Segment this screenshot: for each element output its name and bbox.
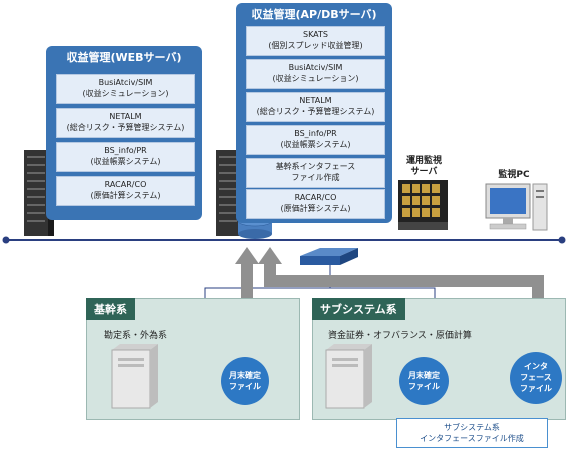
callout-line1: サブシステム系 <box>444 423 500 432</box>
sub-bubble1-line2: ファイル <box>408 382 440 391</box>
ap-item-busiatciv: BusiAtciv/SIM (収益シミュレーション) <box>246 59 385 89</box>
item-desc: (収益帳票システム) <box>280 140 351 149</box>
item-name: NETALM <box>299 96 332 105</box>
item-desc: (収益シミュレーション) <box>82 89 169 98</box>
item-name: BusiAtciv/SIM <box>288 63 343 72</box>
subsystem-zone-subtitle: 資金証券・オフバランス・原価計算 <box>328 331 472 341</box>
item-name: 基幹系インタフェース <box>275 162 356 171</box>
subsystem-tower-server-icon <box>325 344 372 409</box>
core-tower-server-icon <box>111 344 158 409</box>
item-name: RACAR/CO <box>294 193 337 202</box>
subsystem-file-bubble: 月末確定 ファイル <box>399 357 449 405</box>
core-file-bubble: 月末確定 ファイル <box>221 357 269 405</box>
item-name: RACAR/CO <box>104 180 147 189</box>
item-desc: (原価計算システム) <box>90 191 161 200</box>
network-end-right <box>558 236 566 244</box>
callout-line2: インタフェースファイル作成 <box>420 434 524 443</box>
item-desc: (個別スプレッド収益管理) <box>268 41 363 50</box>
ap-item-netalm: NETALM (総合リスク・予算管理システム) <box>246 92 385 122</box>
item-desc: (収益シミュレーション) <box>272 74 359 83</box>
ops-server-icon <box>398 180 448 230</box>
item-desc: (収益帳票システム) <box>90 157 161 166</box>
web-item-racar: RACAR/CO (原価計算システム) <box>56 176 195 206</box>
ap-db-server-title: 収益管理(AP/DBサーバ) <box>251 8 377 21</box>
item-name: BusiAtciv/SIM <box>98 78 153 87</box>
web-item-bs-info: BS_info/PR (収益帳票システム) <box>56 142 195 172</box>
sub-bubble2-line1: インタ <box>524 362 548 371</box>
ap-item-skats: SKATS (個別スプレッド収益管理) <box>246 26 385 56</box>
core-zone-subtitle: 勘定系・外為系 <box>104 331 168 341</box>
monitor-pc-label: 監視PC <box>498 170 530 180</box>
core-bubble-line2: ファイル <box>229 382 261 391</box>
subsystem-interface-callout: サブシステム系 インタフェースファイル作成 <box>396 418 548 448</box>
sub-bubble1-line1: 月末確定 <box>408 371 440 380</box>
zone-connector <box>204 287 436 298</box>
core-zone-title: 基幹系 <box>86 298 135 320</box>
subsystem-zone-title: サブシステム系 <box>312 298 405 320</box>
item-desc: (総合リスク・予算管理システム) <box>66 123 185 132</box>
sub-bubble2-line3: ファイル <box>520 384 552 393</box>
core-bubble-line1: 月末確定 <box>229 371 261 380</box>
item-desc: ファイル作成 <box>291 173 340 182</box>
ap-item-racar: RACAR/CO (原価計算システム) <box>246 189 385 219</box>
ops-server-label: 運用監視 サーバ <box>396 156 452 178</box>
item-desc: (原価計算システム) <box>280 204 351 213</box>
network-end-left <box>2 236 10 244</box>
monitor-pc-icon <box>485 183 548 231</box>
web-server-title: 収益管理(WEBサーバ) <box>66 51 182 64</box>
item-name: BS_info/PR <box>294 129 337 138</box>
ops-server-line2: サーバ <box>410 167 438 177</box>
item-name: BS_info/PR <box>104 146 147 155</box>
interface-file-bubble: インタ フェース ファイル <box>510 352 562 404</box>
switch-icon <box>300 248 358 265</box>
web-item-busiatciv: BusiAtciv/SIM (収益シミュレーション) <box>56 74 195 104</box>
item-desc: (総合リスク・予算管理システム) <box>256 107 375 116</box>
sub-bubble2-line2: フェース <box>520 373 552 382</box>
ap-item-interface-file: 基幹系インタフェース ファイル作成 <box>246 158 385 188</box>
item-name: SKATS <box>303 30 328 39</box>
ap-item-bs-info: BS_info/PR (収益帳票システム) <box>246 125 385 155</box>
item-name: NETALM <box>109 112 142 121</box>
web-item-netalm: NETALM (総合リスク・予算管理システム) <box>56 108 195 138</box>
ops-server-line1: 運用監視 <box>405 156 442 166</box>
